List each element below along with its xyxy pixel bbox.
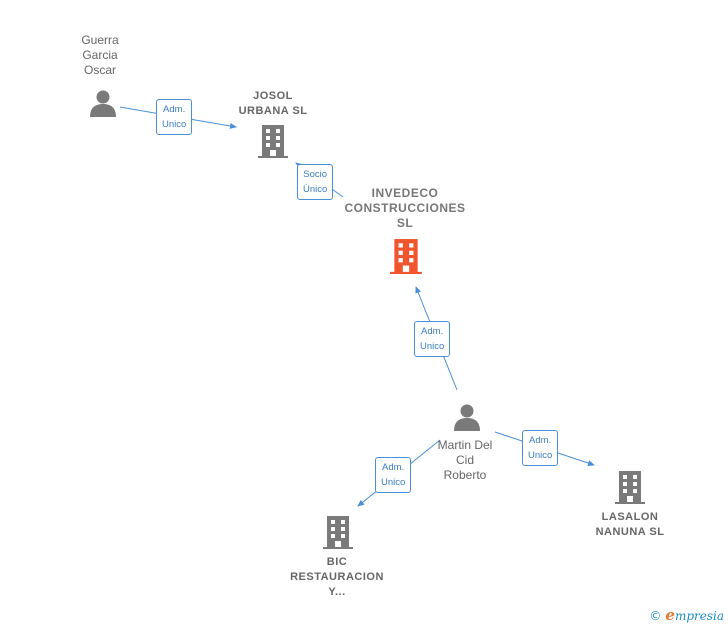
person-icon[interactable]	[88, 88, 118, 118]
brand-e: e	[665, 606, 675, 624]
building-icon[interactable]	[323, 515, 353, 549]
node-label-guerra-garcia-oscar[interactable]: Guerra Garcia Oscar	[81, 33, 119, 77]
edge-label-guerra-josol[interactable]: Adm. Unico	[156, 99, 193, 135]
node-label-invedeco-construcciones[interactable]: INVEDECO CONSTRUCCIONES SL	[344, 186, 466, 230]
node-label-josol-urbana[interactable]: JOSOL URBANA SL	[238, 90, 308, 117]
node-label-lasalon-nanuna[interactable]: LASALON NANUNA SL	[595, 511, 665, 538]
edge-label-martin-invedeco[interactable]: Adm. Unico	[414, 321, 451, 357]
edge-label-josol-invedeco[interactable]: Socio Único	[297, 164, 334, 200]
brand-text: mpresia	[674, 609, 724, 623]
edge-label-martin-lasalon[interactable]: Adm. Unico	[522, 430, 559, 466]
empresia-logo[interactable]: ©empresia	[649, 606, 724, 624]
building-icon[interactable]	[390, 238, 422, 274]
person-icon[interactable]	[452, 402, 482, 432]
edge-label-martin-bic[interactable]: Adm. Unico	[375, 457, 412, 493]
building-icon[interactable]	[258, 124, 288, 158]
node-label-bic-restauracion[interactable]: BIC RESTAURACION Y...	[290, 556, 384, 598]
node-label-martin-del-cid-roberto[interactable]: Martin Del Cid Roberto	[437, 438, 493, 482]
building-icon[interactable]	[615, 470, 645, 504]
copyright-icon: ©	[649, 609, 662, 623]
